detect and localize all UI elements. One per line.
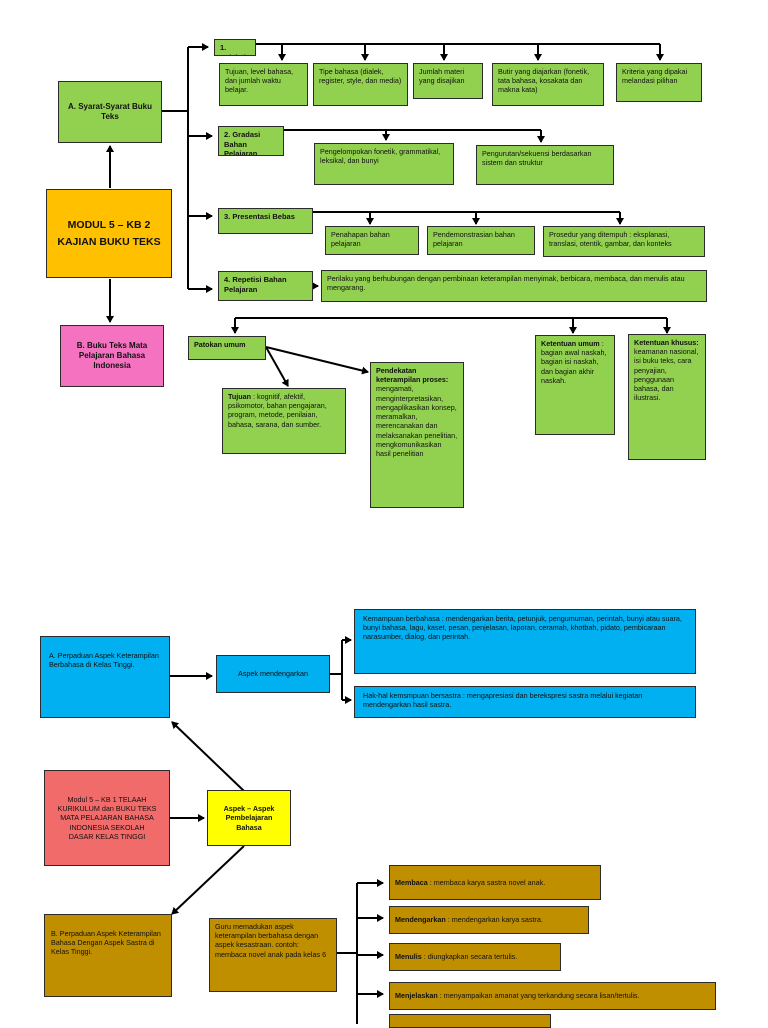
ketentuan-umum-text: : bagian awal naskah, bagian isi naskah,… — [541, 339, 607, 385]
aspek-mendengarkan-box: Aspek mendengarkan — [216, 655, 330, 693]
seleksi-item-5: Kriteria yang dipakai melandasi pilihan — [616, 63, 702, 102]
pendekatan-box: Pendekatan keterampilan proses: mengamat… — [370, 362, 464, 508]
repetisi-item-text: Perilaku yang berhubungan dengan pembina… — [327, 274, 685, 293]
mendengarkan-label: Mendengarkan — [395, 915, 446, 925]
perpaduan-b-text: B. Perpaduan Aspek Keterampilan Bahasa D… — [51, 929, 161, 957]
membaca-box: Membaca : membaca karya sastra novel ana… — [389, 865, 601, 900]
patokan-umum-label: Patokan umum — [194, 340, 246, 349]
perpaduan-b-box: B. Perpaduan Aspek Keterampilan Bahasa D… — [44, 914, 172, 997]
syarat-buku-teks-box: A. Syarat-Syarat Buku Teks — [58, 81, 162, 143]
ketentuan-khusus-text: keamanan nasional, isi buku teks, cara p… — [634, 347, 699, 403]
presentasi-box: 3. Presentasi Bebas — [218, 208, 313, 234]
menulis-box: Menulis : diungkapkan secara tertulis. — [389, 943, 561, 971]
seleksi-label: 1. Seleksi — [220, 43, 246, 55]
presentasi-item-3-text: Prosedur yang ditempuh : eksplanasi, tra… — [549, 230, 672, 249]
membaca-label: Membaca — [395, 877, 428, 887]
seleksi-item-3-text: Jumlah materi yang disajikan — [419, 67, 465, 86]
gradasi-item-2-text: Pengurutan/sekuensi berdasarkan sistem d… — [482, 149, 592, 168]
modul-kb2-box: MODUL 5 – KB 2 KAJIAN BUKU TEKS — [46, 189, 172, 278]
modul-kb1-text: Modul 5 – KB 1 TELAAH KURIKULUM dan BUKU… — [57, 794, 157, 841]
seleksi-item-4-text: Butir yang diajarkan (fonetik, tata baha… — [498, 67, 590, 95]
repetisi-label: 4. Repetisi Bahan Pelajaran — [224, 275, 287, 294]
ketentuan-khusus-label: Ketentuan khusus: — [634, 338, 699, 347]
seleksi-item-1: Tujuan, level bahasa, dan jumlah waktu b… — [219, 63, 308, 106]
perpaduan-a-box: A. Perpaduan Aspek Keterampilan Berbahas… — [40, 636, 170, 718]
pendekatan-text: mengamati, menginterpretasikan, mengapli… — [376, 384, 458, 458]
gradasi-label: 2. Gradasi Bahan Pelajaran — [224, 130, 261, 156]
hal-hal-text: Hak-hal kemsmpuan bersastra : mengapresi… — [363, 691, 643, 710]
guru-box: Guru memadukan aspek keterampilan berbah… — [209, 918, 337, 992]
mendengarkan-box: Mendengarkan : mendengarkan karya sastra… — [389, 906, 589, 934]
seleksi-box: 1. Seleksi — [214, 39, 256, 56]
membaca-text: : membaca karya sastra novel anak. — [427, 877, 546, 887]
ketentuan-khusus-box: Ketentuan khusus: keamanan nasional, isi… — [628, 334, 706, 460]
gradasi-item-1: Pengelompokan fonetik, grammatikal, leks… — [314, 143, 454, 185]
menjelaskan-label: Menjelaskan — [395, 991, 438, 1001]
hal-hal-box: Hak-hal kemsmpuan bersastra : mengapresi… — [354, 686, 696, 718]
patokan-umum-box: Patokan umum — [188, 336, 266, 360]
menulis-label: Menulis — [395, 952, 422, 962]
aspek-pembelajaran-box: Aspek – Aspek Pembelajaran Bahasa — [207, 790, 291, 846]
presentasi-item-3: Prosedur yang ditempuh : eksplanasi, tra… — [543, 226, 705, 257]
seleksi-item-3: Jumlah materi yang disajikan — [413, 63, 483, 99]
modul-kb2-line1: MODUL 5 – KB 2 — [67, 218, 151, 231]
presentasi-item-1-text: Penahapan bahan pelajaran — [331, 230, 390, 249]
aspek-mendengarkan-text: Aspek mendengarkan — [238, 669, 308, 679]
gradasi-item-1-text: Pengelompokan fonetik, grammatikal, leks… — [320, 147, 441, 166]
presentasi-item-1: Penahapan bahan pelajaran — [325, 226, 419, 255]
cut-off-box — [389, 1014, 551, 1028]
aspek-pembelajaran-text: Aspek – Aspek Pembelajaran Bahasa — [223, 804, 275, 832]
kemampuan-box: Kemampuan berbahasa : mendengarkan berit… — [354, 609, 696, 674]
buku-teks-mata-pelajaran-label: B. Buku Teks Mata Pelajaran Bahasa Indon… — [76, 340, 148, 371]
modul-kb1-box: Modul 5 – KB 1 TELAAH KURIKULUM dan BUKU… — [44, 770, 170, 866]
seleksi-item-5-text: Kriteria yang dipakai melandasi pilihan — [622, 67, 688, 86]
menulis-text: : diungkapkan secara tertulis. — [421, 952, 518, 962]
modul-kb2-line2: KAJIAN BUKU TEKS — [57, 235, 161, 248]
tujuan-text: : kognitif, afektif, psikomotor, bahan p… — [228, 392, 327, 429]
perpaduan-a-text: A. Perpaduan Aspek Keterampilan Berbahas… — [49, 651, 159, 670]
pendekatan-label: Pendekatan keterampilan proses: — [376, 366, 449, 385]
presentasi-item-2: Pendemonstrasian bahan pelajaran — [427, 226, 535, 255]
ketentuan-umum-label: Ketentuan umum — [541, 339, 600, 348]
tujuan-label: Tujuan — [228, 392, 252, 401]
seleksi-item-4: Butir yang diajarkan (fonetik, tata baha… — [492, 63, 604, 106]
kemampuan-text: Kemampuan berbahasa : mendengarkan berit… — [363, 614, 682, 642]
seleksi-item-2-text: Tipe bahasa (dialek, register, style, da… — [319, 67, 402, 86]
presentasi-label: 3. Presentasi Bebas — [224, 212, 295, 221]
gradasi-item-2: Pengurutan/sekuensi berdasarkan sistem d… — [476, 145, 614, 185]
tujuan-box: Tujuan : kognitif, afektif, psikomotor, … — [222, 388, 346, 454]
guru-text: Guru memadukan aspek keterampilan berbah… — [215, 922, 327, 959]
menjelaskan-box: Menjelaskan : menyampaikan amanat yang t… — [389, 982, 716, 1010]
seleksi-item-2: Tipe bahasa (dialek, register, style, da… — [313, 63, 408, 106]
mendengarkan-text: : mendengarkan karya sastra. — [445, 915, 543, 925]
menjelaskan-text: : menyampaikan amanat yang terkandung se… — [437, 991, 640, 1001]
ketentuan-umum-box: Ketentuan umum : bagian awal naskah, bag… — [535, 335, 615, 435]
seleksi-item-1-text: Tujuan, level bahasa, dan jumlah waktu b… — [225, 67, 294, 95]
presentasi-item-2-text: Pendemonstrasian bahan pelajaran — [433, 230, 515, 249]
buku-teks-mata-pelajaran-box: B. Buku Teks Mata Pelajaran Bahasa Indon… — [60, 325, 164, 387]
repetisi-box: 4. Repetisi Bahan Pelajaran — [218, 271, 313, 301]
syarat-buku-teks-label: A. Syarat-Syarat Buku Teks — [67, 101, 153, 121]
repetisi-item: Perilaku yang berhubungan dengan pembina… — [321, 270, 707, 302]
gradasi-box: 2. Gradasi Bahan Pelajaran — [218, 126, 284, 156]
